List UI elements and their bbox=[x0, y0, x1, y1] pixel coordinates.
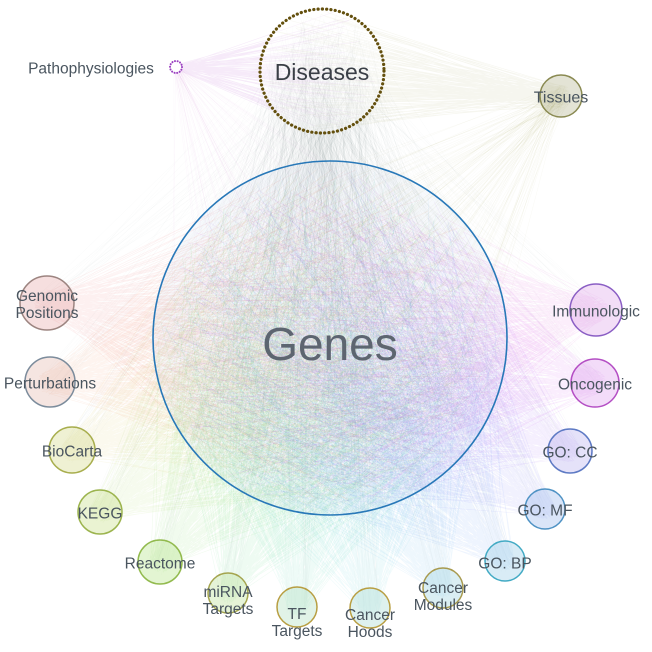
edge-bundle-diseases-to-immunologic bbox=[281, 30, 610, 325]
node-circle-tf-targets[interactable] bbox=[276, 586, 318, 628]
node-label-line: GO: BP bbox=[478, 555, 531, 572]
node-label-go-mf: GO: MF bbox=[517, 502, 572, 519]
node-circle-tissues[interactable] bbox=[539, 74, 583, 118]
node-circle-pathophysiologies[interactable] bbox=[169, 60, 183, 74]
node-label-kegg: KEGG bbox=[78, 505, 123, 522]
node-label-line: Positions bbox=[16, 305, 79, 322]
edge-bundle-diseases-to-go-bp bbox=[274, 21, 516, 573]
node-label-line: Immunologic bbox=[552, 303, 640, 320]
node-circle-diseases[interactable] bbox=[258, 7, 386, 135]
node-label-line: Hoods bbox=[348, 624, 393, 641]
node-label-line: miRNA bbox=[203, 584, 253, 601]
node-circle-genes[interactable] bbox=[152, 160, 508, 516]
node-circle-immunologic[interactable] bbox=[569, 283, 623, 337]
edge-bundle-mirna-targets-to-genes bbox=[160, 175, 482, 603]
node-circle-biocarta[interactable] bbox=[48, 426, 96, 474]
node-circle-perturbations[interactable] bbox=[24, 356, 76, 408]
edge-bundle-pathophysiologies-to-diseases bbox=[173, 11, 376, 127]
edge-bundle-genomic-positions-to-genes bbox=[34, 169, 491, 502]
node-label-oncogenic: Oncogenic bbox=[558, 376, 632, 393]
node-label-line: Genomic bbox=[16, 288, 78, 305]
node-label-line: Oncogenic bbox=[558, 376, 632, 393]
node-label-tissues: Tissues bbox=[534, 90, 589, 107]
node-circle-kegg[interactable] bbox=[77, 489, 123, 535]
node-label-line: BioCarta bbox=[42, 443, 103, 460]
edge-bundle-diseases-to-reactome bbox=[147, 19, 373, 576]
edge-bundle-reactome-to-genes bbox=[149, 173, 498, 573]
edge-bundle-tissues-to-genes bbox=[164, 85, 571, 497]
node-label-line: Targets bbox=[272, 623, 323, 640]
edge-bundle-diseases-to-mirna-targets bbox=[218, 41, 366, 604]
node-label-go-cc: GO: CC bbox=[542, 444, 597, 461]
edge-bundle-diseases-to-go-mf bbox=[274, 22, 558, 520]
node-label-reactome: Reactome bbox=[125, 555, 196, 572]
edge-bundle-cancer-modules-to-genes bbox=[163, 170, 496, 599]
node-label-line: Genes bbox=[262, 318, 398, 370]
edge-bundle-diseases-to-cancer-modules bbox=[280, 31, 454, 597]
node-circle-mirna-targets[interactable] bbox=[207, 572, 249, 614]
node-label-line: Modules bbox=[414, 597, 473, 614]
node-circle-go-mf[interactable] bbox=[524, 488, 566, 530]
edge-bundle-diseases-to-kegg bbox=[88, 25, 364, 522]
node-label-line: Targets bbox=[203, 601, 254, 618]
node-circle-cancer-hoods[interactable] bbox=[349, 587, 391, 629]
edge-bundle-diseases-to-cancer-hoods bbox=[279, 29, 382, 619]
edge-bundle-pathophysiologies-to-genes bbox=[172, 64, 474, 491]
node-label-line: Pathophysiologies bbox=[28, 60, 154, 77]
edge-bundle-perturbations-to-genes bbox=[37, 169, 483, 500]
node-label-line: Perturbations bbox=[4, 375, 96, 392]
node-layer bbox=[19, 7, 623, 629]
node-circle-go-bp[interactable] bbox=[484, 540, 526, 582]
node-label-line: GO: MF bbox=[517, 502, 572, 519]
node-label-line: Reactome bbox=[125, 555, 196, 572]
edge-bundle-diseases-to-perturbations bbox=[40, 22, 368, 397]
edge-bundle-immunologic-to-genes bbox=[161, 192, 609, 506]
node-label-line: Diseases bbox=[275, 59, 370, 85]
node-circle-cancer-modules[interactable] bbox=[422, 567, 464, 609]
edge-bundle-diseases-to-tf-targets bbox=[269, 25, 369, 616]
edge-bundle-diseases-to-genomic-positions bbox=[31, 33, 354, 315]
node-label-immunologic: Immunologic bbox=[552, 303, 640, 320]
node-circle-oncogenic[interactable] bbox=[570, 358, 620, 408]
edge-bundle-biocarta-to-genes bbox=[60, 174, 497, 503]
node-circle-reactome[interactable] bbox=[137, 539, 183, 585]
node-label-pathophysiologies: Pathophysiologies bbox=[28, 60, 154, 77]
edge-bundle-go-bp-to-genes bbox=[178, 171, 515, 571]
edge-bundle-go-mf-to-genes bbox=[161, 171, 555, 519]
node-circle-genomic-positions[interactable] bbox=[19, 275, 75, 331]
edge-bundle-diseases-to-go-cc bbox=[267, 23, 582, 464]
edge-bundle-diseases-to-genes bbox=[162, 14, 497, 507]
label-layer: Genes Diseases PathophysiologiesTissuesGen… bbox=[4, 59, 640, 641]
node-label-line: KEGG bbox=[78, 505, 123, 522]
edge-bundle-go-cc-to-genes bbox=[158, 171, 581, 505]
node-label-line: Tissues bbox=[534, 90, 589, 107]
node-label-line: Cancer bbox=[345, 607, 395, 624]
edge-bundle-tissues-to-diseases bbox=[265, 9, 572, 130]
edge-bundle-tf-targets-to-genes bbox=[164, 170, 501, 617]
edge-bundle-oncogenic-to-genes bbox=[175, 178, 607, 498]
node-label-line: GO: CC bbox=[542, 444, 597, 461]
node-label-line: TF bbox=[288, 606, 307, 623]
node-label-genes: Genes bbox=[262, 318, 398, 370]
edge-layer bbox=[31, 9, 610, 619]
edge-bundle-kegg-to-genes bbox=[89, 173, 502, 523]
node-label-line: Cancer bbox=[418, 580, 468, 597]
node-label-diseases: Diseases bbox=[275, 59, 370, 85]
edge-bundle-cancer-hoods-to-genes bbox=[163, 172, 502, 617]
node-label-perturbations: Perturbations bbox=[4, 375, 96, 392]
node-label-go-bp: GO: BP bbox=[478, 555, 531, 572]
node-circle-go-cc[interactable] bbox=[547, 428, 593, 474]
node-label-biocarta: BioCarta bbox=[42, 443, 103, 460]
